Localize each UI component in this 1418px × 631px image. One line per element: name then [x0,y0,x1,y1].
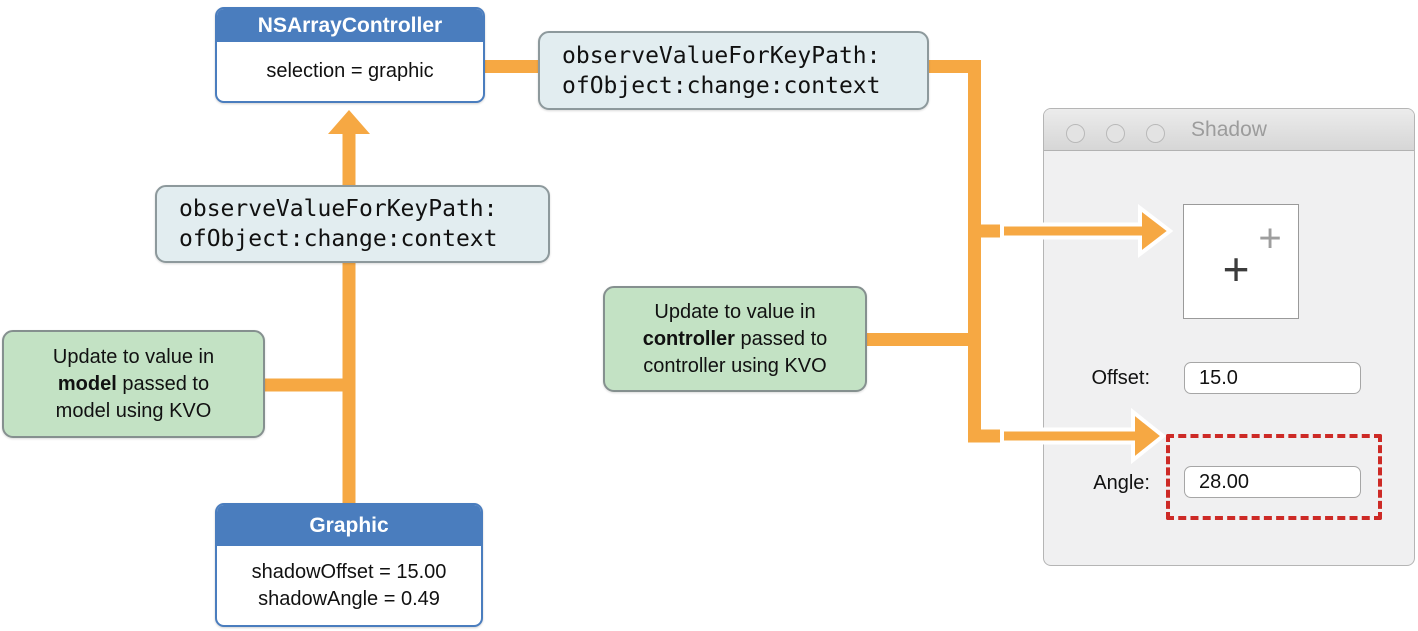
note-line: controller using KVO [643,354,827,377]
shadow-window: Shadow + + Offset: Angle: [1043,108,1415,566]
note-line: controller passed to [643,326,828,353]
note-line-rest: passed to [734,327,828,350]
shadow-offset-plus-icon: + [1258,216,1282,261]
graphic-title: Graphic [217,505,481,546]
angle-highlight-box [1166,434,1382,520]
note-line: model using KVO [55,399,212,422]
shadow-preview-area[interactable]: + + [1183,204,1299,319]
nsarraycontroller-selection-text: selection = graphic [266,60,434,82]
graphic-shadowoffset-text: shadowOffset = 15.00 [251,560,447,583]
observe-method-line1: observeValueForKeyPath: [562,42,881,69]
observe-method-line2: ofObject:change:context [179,226,498,252]
angle-field[interactable] [1184,466,1361,498]
offset-field[interactable] [1184,362,1361,394]
window-title: Shadow [1191,118,1267,141]
graphic-box: Graphic shadowOffset = 15.00 shadowAngle… [215,503,483,627]
window-close-icon[interactable] [1066,124,1085,143]
note-line-rest: passed to [116,372,210,395]
note-line: Update to value in [654,300,816,323]
model-update-note: Update to value in model passed to model… [2,330,265,438]
offset-label: Offset: [1091,367,1150,389]
note-bold-word: model [57,372,117,395]
note-bold-word: controller [642,327,735,350]
observe-method-box-controller: observeValueForKeyPath: ofObject:change:… [538,31,929,110]
controller-update-note: Update to value in controller passed to … [603,286,867,392]
note-line: model passed to [58,371,209,398]
observe-method-box-model: observeValueForKeyPath: ofObject:change:… [155,185,550,263]
arrow-model-to-controller-head [328,110,370,134]
window-titlebar[interactable]: Shadow [1044,109,1414,151]
nsarraycontroller-box: NSArrayController selection = graphic [215,7,485,103]
nsarraycontroller-title: NSArrayController [217,9,483,42]
observe-method-line1: observeValueForKeyPath: [179,196,498,222]
window-zoom-icon[interactable] [1146,124,1165,143]
window-minimize-icon[interactable] [1106,124,1125,143]
note-line: Update to value in [52,345,215,368]
shadow-origin-plus-icon: + [1222,242,1250,295]
observe-method-line2: ofObject:change:context [562,72,881,99]
angle-label: Angle: [1093,472,1150,494]
graphic-shadowangle-text: shadowAngle = 0.49 [258,587,440,610]
